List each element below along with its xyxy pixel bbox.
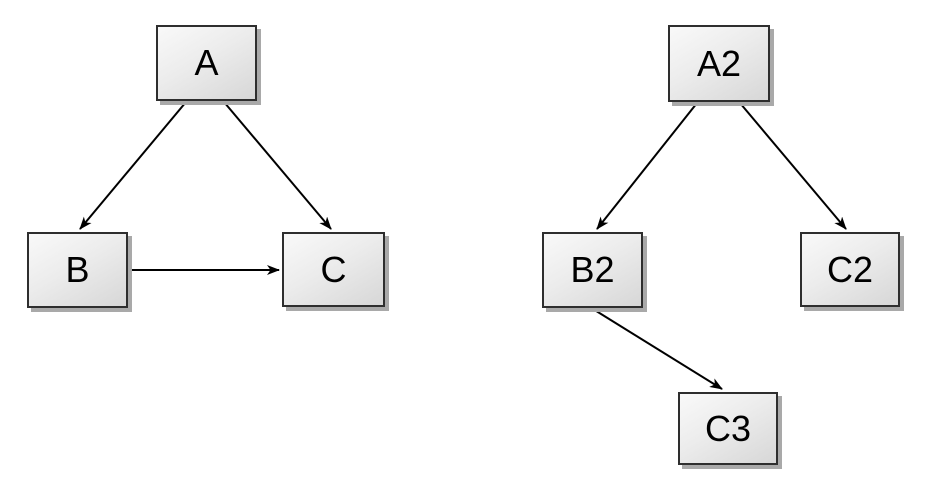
edge-A2-to-B2[interactable] bbox=[596, 102, 698, 230]
node-label-A2: A2 bbox=[696, 42, 742, 84]
node-B2[interactable]: B2 bbox=[542, 232, 643, 308]
edges-group bbox=[79, 101, 847, 390]
node-label-C: C bbox=[320, 248, 347, 290]
node-B[interactable]: B bbox=[27, 232, 128, 308]
node-A2[interactable]: A2 bbox=[668, 25, 770, 102]
node-label-B2: B2 bbox=[570, 249, 615, 290]
edge-A-to-B[interactable] bbox=[79, 101, 187, 230]
node-label-A: A bbox=[194, 42, 219, 83]
edge-B2-to-C3[interactable] bbox=[592, 308, 723, 390]
node-C2[interactable]: C2 bbox=[800, 232, 900, 307]
edge-A-to-C[interactable] bbox=[223, 101, 332, 230]
node-C[interactable]: C bbox=[282, 232, 385, 307]
node-C3[interactable]: C3 bbox=[678, 392, 778, 465]
node-label-C2: C2 bbox=[826, 248, 874, 290]
node-label-C3: C3 bbox=[704, 407, 752, 449]
node-A[interactable]: A bbox=[156, 25, 257, 101]
node-label-B: B bbox=[65, 249, 90, 290]
edge-A2-to-C2[interactable] bbox=[739, 102, 847, 230]
